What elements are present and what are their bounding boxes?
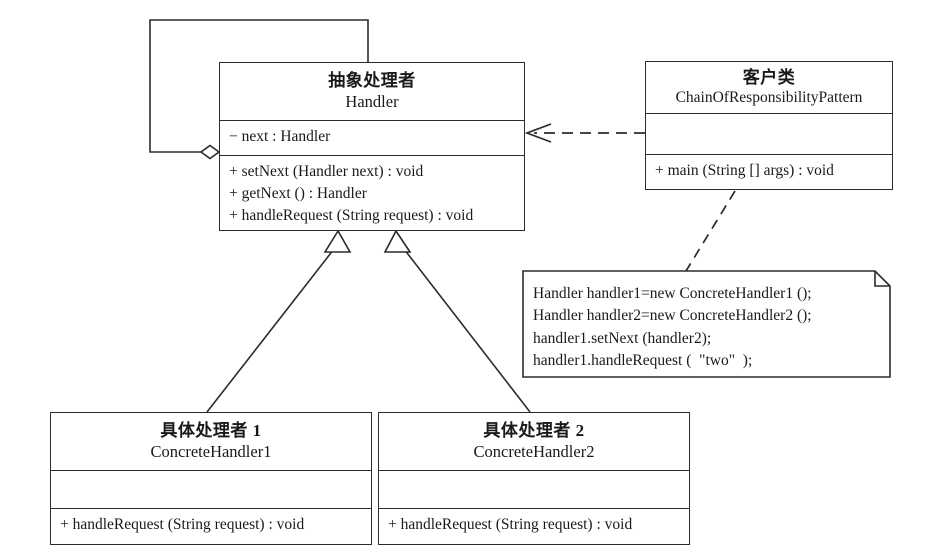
- handler-attribute: − next : Handler: [229, 128, 331, 145]
- client-handler-dependency-line: [524, 123, 645, 143]
- handler-cn-name: 抽象处理者: [328, 71, 416, 91]
- client-attributes-compartment: [646, 113, 892, 154]
- class-box-concrete-handler-2[interactable]: 具体处理者 2 ConcreteHandler2 + handleRequest…: [378, 412, 690, 545]
- handler-operations-compartment: + setNext (Handler next) : void + getNex…: [220, 155, 524, 232]
- handler-operation: + setNext (Handler next) : void: [229, 163, 424, 180]
- aggregation-diamond: [199, 144, 221, 160]
- generalization-triangle-1: [323, 229, 352, 253]
- concrete-handler-1-title-compartment: 具体处理者 1 ConcreteHandler1: [51, 413, 371, 470]
- concrete-handler-2-title-compartment: 具体处理者 2 ConcreteHandler2: [379, 413, 689, 470]
- note-line: handler1.setNext (handler2);: [533, 329, 712, 347]
- class-box-handler[interactable]: 抽象处理者 Handler − next : Handler + setNext…: [219, 62, 525, 231]
- concrete-handler-1-attributes-compartment: [51, 470, 371, 508]
- client-operation: + main (String [] args) : void: [655, 162, 834, 179]
- concrete-handler-1-generalization-line: [206, 229, 352, 413]
- concrete-handler-1-en-name: ConcreteHandler1: [150, 442, 272, 462]
- note-text-block: Handler handler1=new ConcreteHandler1 ()…: [533, 283, 882, 373]
- concrete-handler-1-operation: + handleRequest (String request) : void: [60, 516, 305, 533]
- generalization-triangle-2: [383, 229, 412, 253]
- class-box-client[interactable]: 客户类 ChainOfResponsibilityPattern + main …: [645, 61, 893, 190]
- handler-attributes-compartment: − next : Handler: [220, 120, 524, 155]
- handler-operation: + getNext () : Handler: [229, 185, 367, 202]
- concrete-handler-2-operations-compartment: + handleRequest (String request) : void: [379, 508, 689, 546]
- code-note[interactable]: Handler handler1=new ConcreteHandler1 ()…: [523, 271, 890, 377]
- concrete-handler-2-generalization-line: [383, 229, 531, 413]
- concrete-handler-2-attributes-compartment: [379, 470, 689, 508]
- note-line: Handler handler2=new ConcreteHandler2 ()…: [533, 307, 812, 325]
- note-line: Handler handler1=new ConcreteHandler1 ()…: [533, 285, 812, 302]
- client-en-name: ChainOfResponsibilityPattern: [675, 88, 863, 106]
- client-operations-compartment: + main (String [] args) : void: [646, 154, 892, 188]
- client-cn-name: 客户类: [742, 67, 796, 87]
- concrete-handler-1-operations-compartment: + handleRequest (String request) : void: [51, 508, 371, 546]
- concrete-handler-1-cn-name: 具体处理者 1: [160, 421, 262, 441]
- class-box-concrete-handler-1[interactable]: 具体处理者 1 ConcreteHandler1 + handleRequest…: [50, 412, 372, 545]
- client-note-anchor-line: [685, 190, 736, 272]
- handler-en-name: Handler: [345, 92, 399, 112]
- handler-title-compartment: 抽象处理者 Handler: [220, 63, 524, 120]
- handler-operation: + handleRequest (String request) : void: [229, 207, 474, 224]
- note-line: handler1.handleRequest ( "two" );: [533, 352, 753, 370]
- dependency-arrowhead: [524, 123, 552, 143]
- client-title-compartment: 客户类 ChainOfResponsibilityPattern: [646, 62, 892, 113]
- concrete-handler-2-en-name: ConcreteHandler2: [473, 442, 595, 462]
- concrete-handler-2-cn-name: 具体处理者 2: [483, 421, 585, 441]
- concrete-handler-2-operation: + handleRequest (String request) : void: [388, 516, 633, 533]
